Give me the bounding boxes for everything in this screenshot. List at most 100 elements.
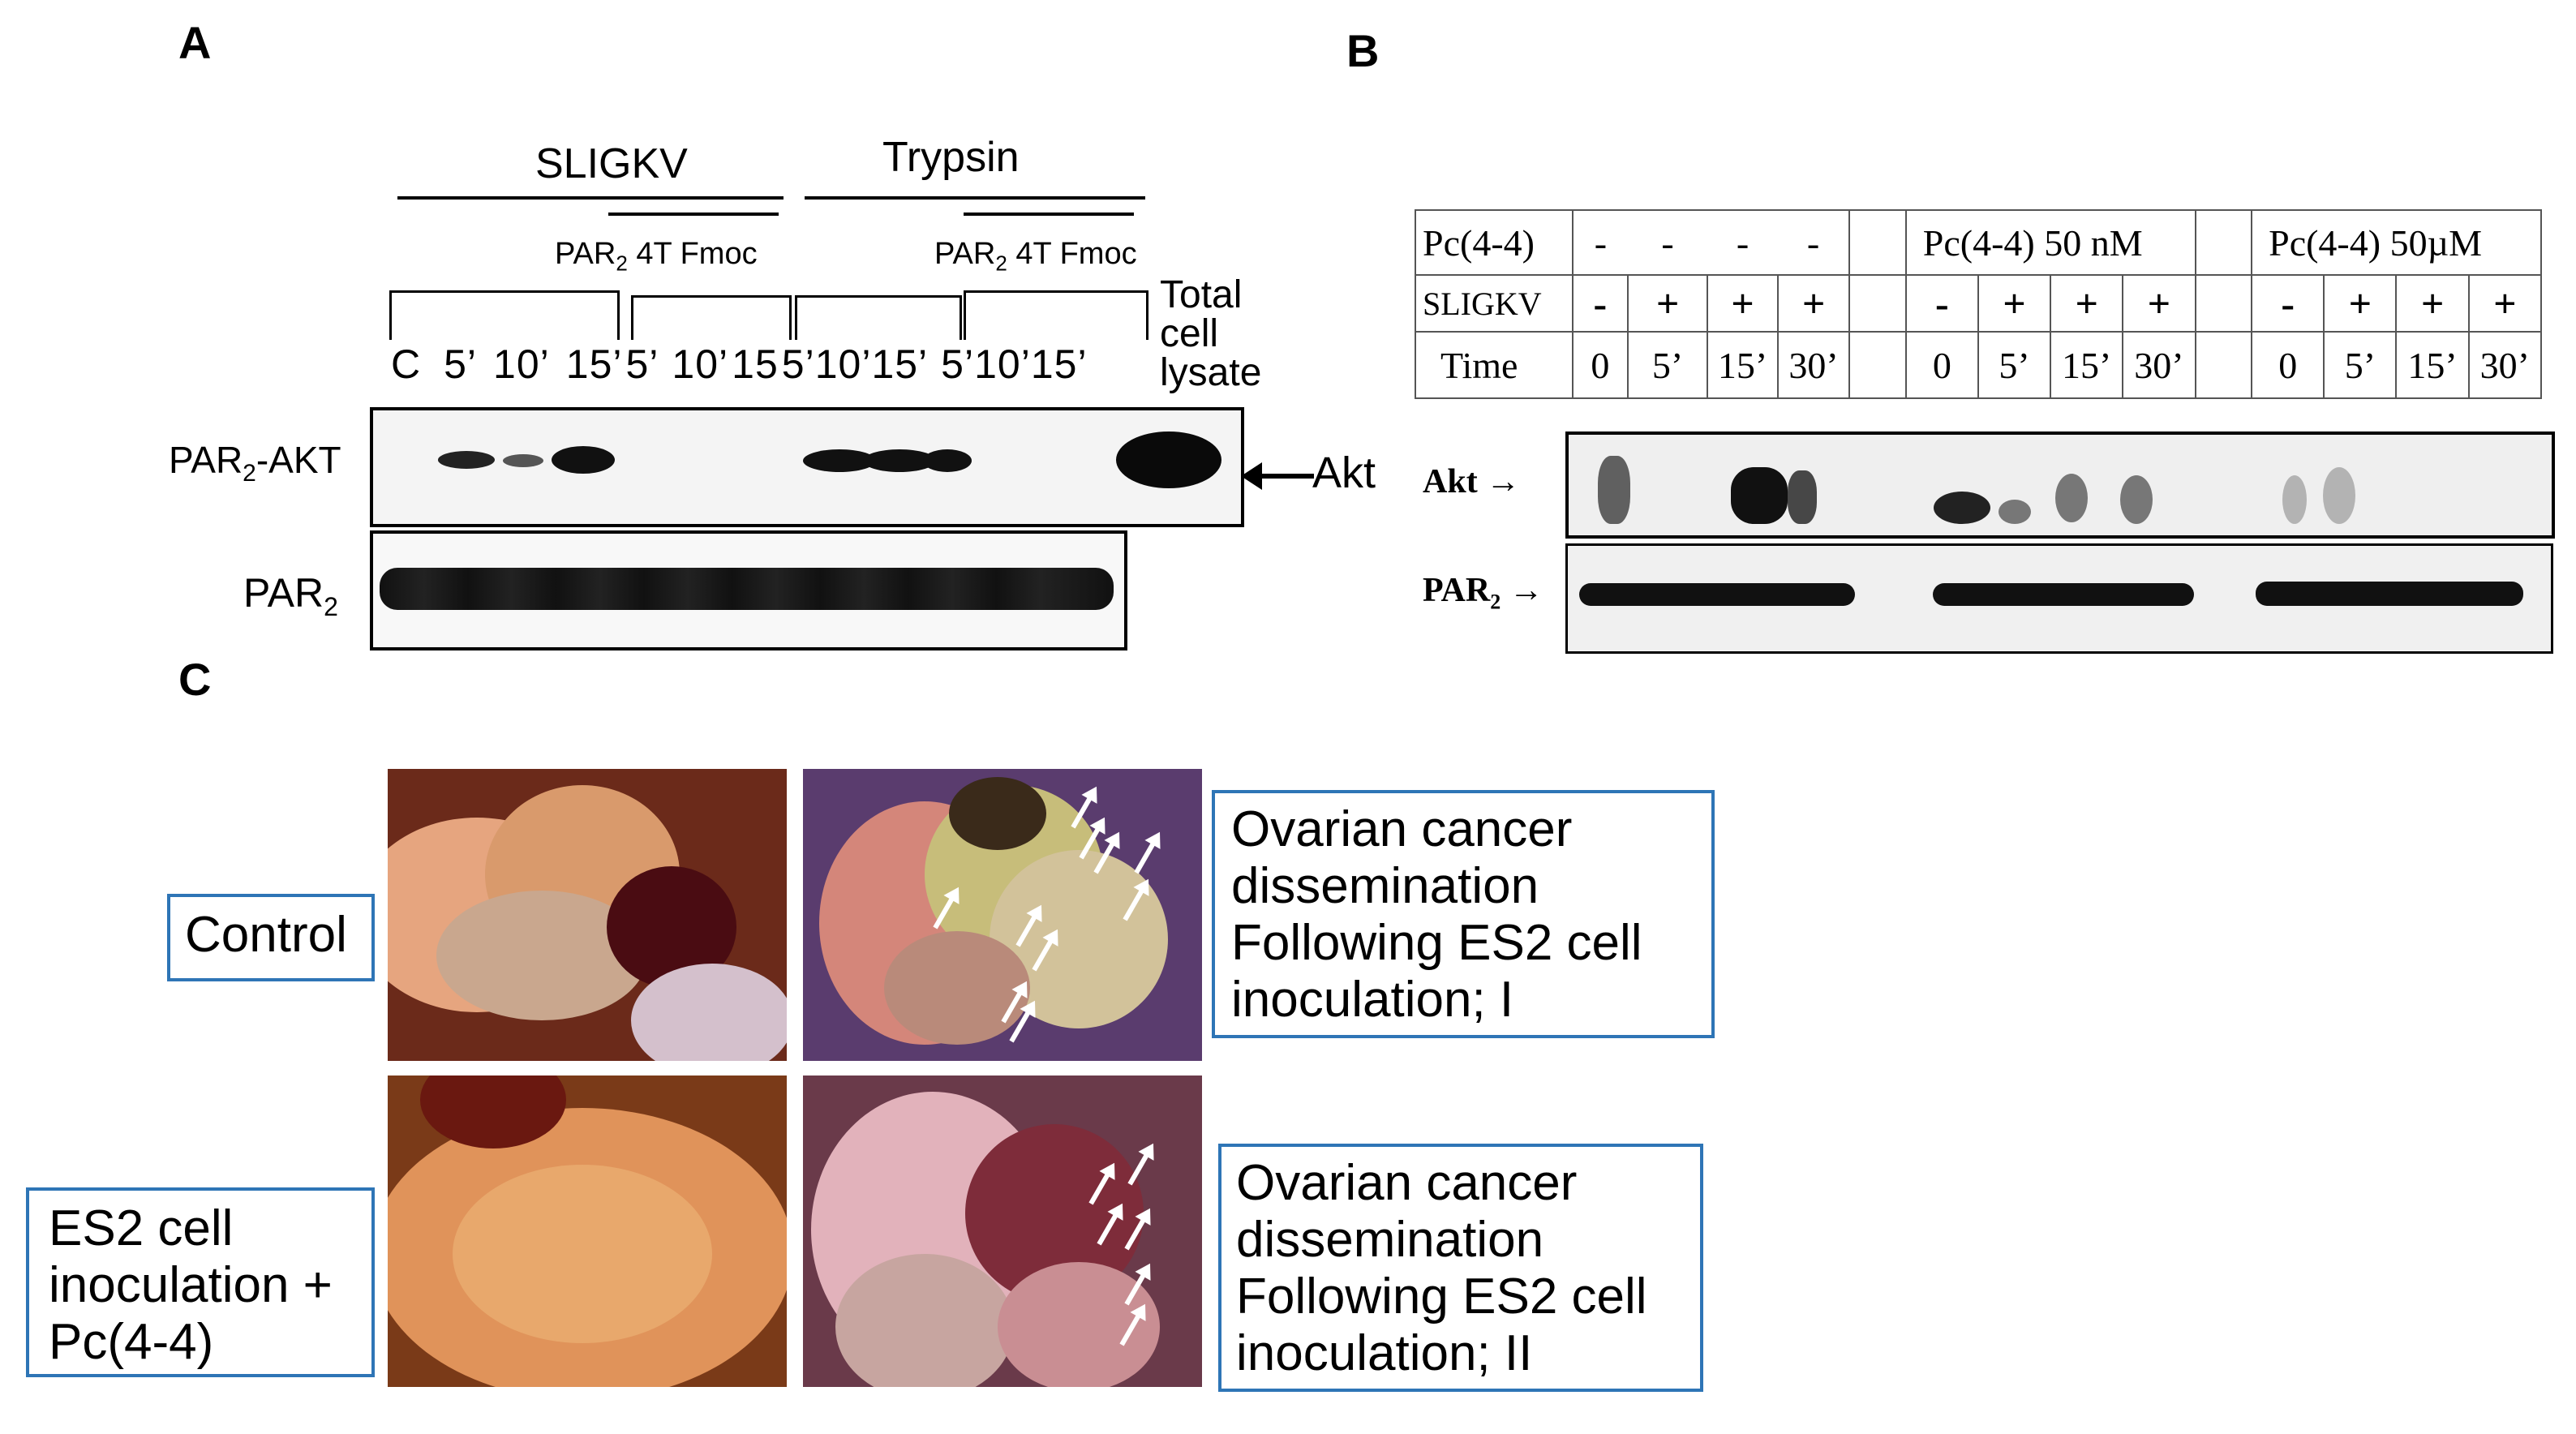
blot-band-row [1933, 583, 2194, 606]
panel-b-par2-arrow-icon: → [1509, 572, 1543, 609]
blot-band-row [1579, 583, 1855, 606]
panel-b-pc-value: - [1571, 209, 1629, 276]
panel-b-spacer [1848, 209, 1907, 276]
panel-a-inhibitor1-label: PAR2 4T Fmoc [555, 237, 758, 276]
panel-b-akt-label: Akt → [1423, 463, 1521, 500]
panel-a-group-sligkv: SLIGKV [535, 140, 688, 187]
panel-b-spacer [1848, 274, 1907, 333]
panel-c-dissemination-box-2: Ovarian cancer dissemination Following E… [1218, 1144, 1703, 1392]
panel-b-group-um: Pc(4-4) 50µM [2251, 209, 2542, 276]
panel-b-sligkv-value: + [2323, 274, 2398, 333]
blot-band [1999, 500, 2031, 524]
panel-a-akt-blot [370, 407, 1244, 527]
panel-b-pc-label: Pc(4-4) [1415, 209, 1574, 276]
panel-a-akt-arrow-icon [1249, 474, 1314, 479]
panel-a-inhibitor2-label: PAR2 4T Fmoc [934, 237, 1137, 276]
panel-a-bracket-4 [964, 290, 1148, 340]
panel-b-sligkv-value: + [2122, 274, 2196, 333]
panel-b-time-value: 5’ [1627, 331, 1709, 399]
panel-c-es2-box: ES2 cell inoculation + Pc(4-4) [26, 1187, 375, 1377]
blot-band [552, 446, 615, 474]
panel-b-sligkv-value: - [1571, 274, 1629, 333]
panel-b-spacer [1848, 331, 1907, 399]
panel-b-time-value: 0 [1904, 331, 1979, 399]
panel-b-akt-arrow-icon: → [1486, 463, 1521, 500]
blot-band [438, 451, 495, 469]
panel-b-time-value: 30’ [1777, 331, 1851, 399]
panel-a-par2-blot [370, 530, 1127, 650]
panel-b-akt-blot [1565, 431, 2555, 539]
panel-b-time-value: 5’ [2323, 331, 2398, 399]
panel-a-bracket-1 [389, 290, 620, 340]
panel-c-letter: C [178, 654, 212, 705]
panel-c-photo-dissemination-1 [803, 769, 1202, 1061]
panel-b-sligkv-value: - [2251, 274, 2325, 333]
panel-a-sligkv-line [397, 196, 784, 200]
blot-band [1116, 431, 1221, 488]
blot-band [1788, 470, 1817, 524]
panel-b-condition-table: Pc(4-4) - - - - Pc(4-4) 50 nM Pc(4-4) 50… [1415, 209, 2543, 399]
panel-a-letter: A [178, 17, 212, 68]
blot-band [503, 454, 543, 467]
panel-b-time-value: 5’ [1977, 331, 2052, 399]
panel-a-bracket-2 [631, 295, 792, 340]
panel-a-trypsin-line [805, 196, 1145, 200]
panel-b-time-value: 0 [2251, 331, 2325, 399]
panel-b-sligkv-value: + [1977, 274, 2052, 333]
blot-band [2120, 475, 2153, 524]
panel-b-sligkv-label: SLIGKV [1415, 274, 1574, 333]
blot-band [923, 449, 972, 472]
panel-c-photo-es2-treated [388, 1076, 787, 1387]
panel-b-sligkv-value: - [1904, 274, 1979, 333]
panel-b-pc-value: - [1778, 209, 1851, 276]
panel-b-par2-blot [1565, 543, 2553, 654]
panel-b-sligkv-value: + [1627, 274, 1709, 333]
blot-band [1598, 456, 1630, 524]
panel-c-dissemination-box-1: Ovarian cancer dissemination Following E… [1212, 790, 1715, 1038]
photo-region [884, 931, 1030, 1045]
panel-b-spacer [2194, 209, 2253, 276]
panel-b-time-value: 30’ [2467, 331, 2543, 399]
panel-c-photo-dissemination-2 [803, 1076, 1202, 1387]
blot-band-row [2256, 582, 2523, 606]
photo-region [835, 1254, 1014, 1387]
panel-b-time-value: 0 [1571, 331, 1629, 399]
panel-b-sligkv-value: + [2050, 274, 2124, 333]
blot-band [2055, 474, 2088, 522]
panel-b-sligkv-value: + [2395, 274, 2470, 333]
panel-b-par2-label: PAR2 → [1423, 572, 1543, 614]
panel-a-group-trypsin: Trypsin [882, 134, 1020, 181]
panel-b-letter: B [1346, 25, 1380, 76]
panel-a-akt-arrowhead-icon [1241, 462, 1262, 490]
blot-band [1731, 467, 1788, 524]
panel-a-inhib2-line [964, 213, 1134, 216]
panel-b-sligkv-value: + [1777, 274, 1851, 333]
blot-band-row [380, 568, 1114, 610]
panel-b-time-value: 15’ [2050, 331, 2124, 399]
panel-b-sligkv-value: + [2467, 274, 2543, 333]
panel-b-time-value: 15’ [1707, 331, 1780, 399]
photo-region [949, 777, 1046, 850]
panel-a-total-cell-lysate: Total cell lysate [1160, 273, 1262, 394]
blot-band [2282, 475, 2307, 524]
panel-b-time-value: 30’ [2122, 331, 2196, 399]
panel-b-group-nm: Pc(4-4) 50 nM [1904, 209, 2196, 276]
blot-band [1934, 492, 1990, 524]
blot-band [2323, 467, 2355, 524]
panel-a-akt-label: Akt [1312, 449, 1376, 497]
photo-region [631, 964, 787, 1061]
panel-a-inhib1-line [608, 213, 779, 216]
panel-b-time-value: 15’ [2395, 331, 2470, 399]
panel-a-row1-label: PAR2-AKT [169, 439, 341, 487]
panel-a-bracket-3 [795, 295, 962, 340]
panel-c-control-box: Control [167, 894, 375, 981]
panel-b-sligkv-value: + [1707, 274, 1780, 333]
photo-region [453, 1165, 712, 1343]
panel-b-time-label: Time [1415, 331, 1574, 399]
panel-a-row2-label: PAR2 [243, 570, 338, 621]
panel-b-spacer [2194, 331, 2253, 399]
panel-b-pc-value: - [1628, 209, 1708, 276]
panel-c-photo-control [388, 769, 787, 1061]
panel-b-spacer [2194, 274, 2253, 333]
